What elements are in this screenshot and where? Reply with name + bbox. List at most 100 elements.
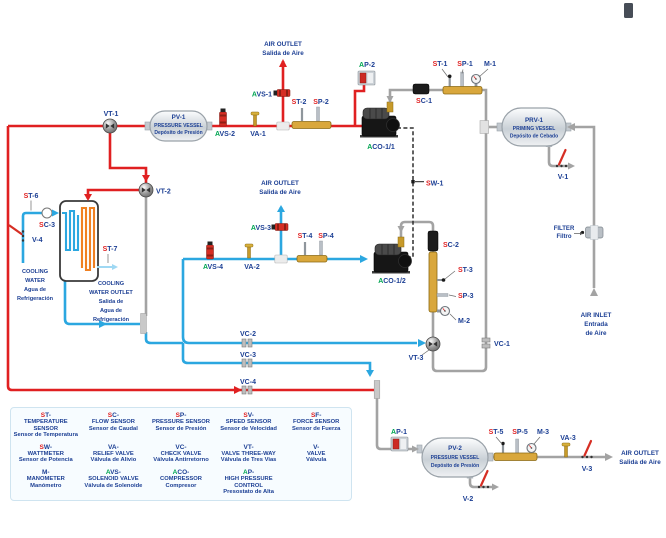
air-outlet-mid-label: AIR OUTLET <box>261 180 299 187</box>
label-ap2: AP-2 <box>359 62 375 69</box>
flow-sensor-sc3 <box>41 207 53 219</box>
label-v2: V-2 <box>463 496 474 503</box>
cooling-water-label-1: COOLING <box>22 269 48 275</box>
pipe-fittings <box>140 120 489 399</box>
compressor-2-fitting <box>397 236 405 248</box>
pv1-name: PV-1 <box>172 114 186 121</box>
label-vc3: VC-3 <box>240 352 256 359</box>
air-outlet-bottom-label: AIR OUTLET <box>621 450 659 457</box>
label-vt1: VT-1 <box>104 111 119 118</box>
filter-label-en: FILTER <box>554 226 575 232</box>
callout-lines <box>30 200 430 356</box>
gray-pipes <box>144 88 610 489</box>
legend-item-empty <box>283 469 349 496</box>
vessel-pv1 <box>144 110 213 142</box>
filter-device <box>574 225 604 240</box>
flow-sensor-sc2 <box>427 230 439 252</box>
manifold-st1-sp1-m1 <box>441 68 489 95</box>
manifold-st2-sp2 <box>291 106 332 129</box>
air-inlet-sublabel1: Entrada <box>584 321 608 328</box>
compressor-1-fitting <box>386 101 394 113</box>
label-va1: VA-1 <box>250 131 266 138</box>
cooler-heat-exchanger <box>59 200 99 282</box>
three-way-valve-vt1 <box>102 118 118 134</box>
relief-valve-va1 <box>250 111 260 127</box>
label-avs4: AVS-4 <box>203 264 223 271</box>
air-inlet-sublabel2: de Aire <box>585 330 607 337</box>
cooling-outlet-label-5: Refrigeración <box>93 317 130 323</box>
label-vc2: VC-2 <box>240 331 256 338</box>
label-sc1: SC-1 <box>416 98 432 105</box>
label-va2: VA-2 <box>244 264 260 271</box>
label-v1: V-1 <box>558 174 569 181</box>
cooler-blue-coil <box>62 209 80 252</box>
pv2-es: Depósito de Presión <box>431 463 479 469</box>
label-m2: M-2 <box>458 318 470 325</box>
compressor-aco-1-1 <box>359 107 400 138</box>
label-vt2: VT-2 <box>156 189 171 196</box>
label-ap1: AP-1 <box>391 429 407 436</box>
three-way-valve-vt2 <box>138 182 154 198</box>
pv1-es: Depósito de Presión <box>154 130 202 136</box>
gauge-m3 <box>526 442 537 454</box>
air-outlet-bottom-sublabel: Salida de Aire <box>619 459 661 466</box>
manifold-st3-sp3-m2 <box>428 251 457 321</box>
solenoid-valve-avs3 <box>271 223 289 231</box>
air-inlet-label: AIR INLET <box>581 312 612 319</box>
label-st1: ST-1 <box>433 61 448 68</box>
compressor-aco-1-2 <box>371 243 412 274</box>
flow-arrows <box>52 59 613 491</box>
air-outlet-top-label: AIR OUTLET <box>264 41 302 48</box>
label-st2: ST-2 <box>292 99 307 106</box>
label-vc4: VC-4 <box>240 379 256 386</box>
cooling-water-label-3: Agua de <box>24 287 46 293</box>
label-st7: ST-7 <box>103 246 118 253</box>
label-v3: V-3 <box>582 466 593 473</box>
label-sp2: SP-2 <box>313 99 329 106</box>
label-avs3: AVS-3 <box>251 225 271 232</box>
three-way-valve-vt3 <box>425 336 441 352</box>
pv2-en: PRESSURE VESSEL <box>431 455 480 461</box>
label-sp3: SP-3 <box>458 293 474 300</box>
label-st4: ST-4 <box>298 233 313 240</box>
relief-valve-va2 <box>244 243 254 259</box>
prv1-name: PRV-1 <box>525 117 544 124</box>
cooling-outlet-label-3: Salida de <box>99 299 124 305</box>
label-sc2: SC-2 <box>443 242 459 249</box>
valve-v2 <box>477 469 490 489</box>
pv2-name: PV-2 <box>448 445 462 452</box>
label-avs1: AVS-1 <box>252 92 272 99</box>
label-aco11: ACO-1/1 <box>367 144 395 151</box>
label-sc3: SC-3 <box>39 222 55 229</box>
solenoid-valve-avs4 <box>206 241 214 260</box>
cooling-outlet-label-4: Agua de <box>100 308 122 314</box>
label-sp5: SP-5 <box>512 429 528 436</box>
label-m1: M-1 <box>484 61 496 68</box>
cooling-water-label-2: WATER <box>25 278 45 284</box>
label-st5: ST-5 <box>489 429 504 436</box>
relief-valve-va3 <box>561 442 571 458</box>
label-st6: ST-6 <box>24 193 39 200</box>
label-sp1: SP-1 <box>457 61 473 68</box>
blue-pipes <box>21 207 417 371</box>
gauge-m2 <box>439 305 451 317</box>
logo-fragment <box>624 3 633 18</box>
label-sp4: SP-4 <box>318 233 334 240</box>
label-st3: ST-3 <box>458 267 473 274</box>
label-vc1: VC-1 <box>494 341 510 348</box>
air-outlet-top-sublabel: Salida de Aire <box>262 50 304 57</box>
label-v4: V-4 <box>32 237 43 244</box>
cooling-water-label-4: Refrigeración <box>17 296 54 302</box>
